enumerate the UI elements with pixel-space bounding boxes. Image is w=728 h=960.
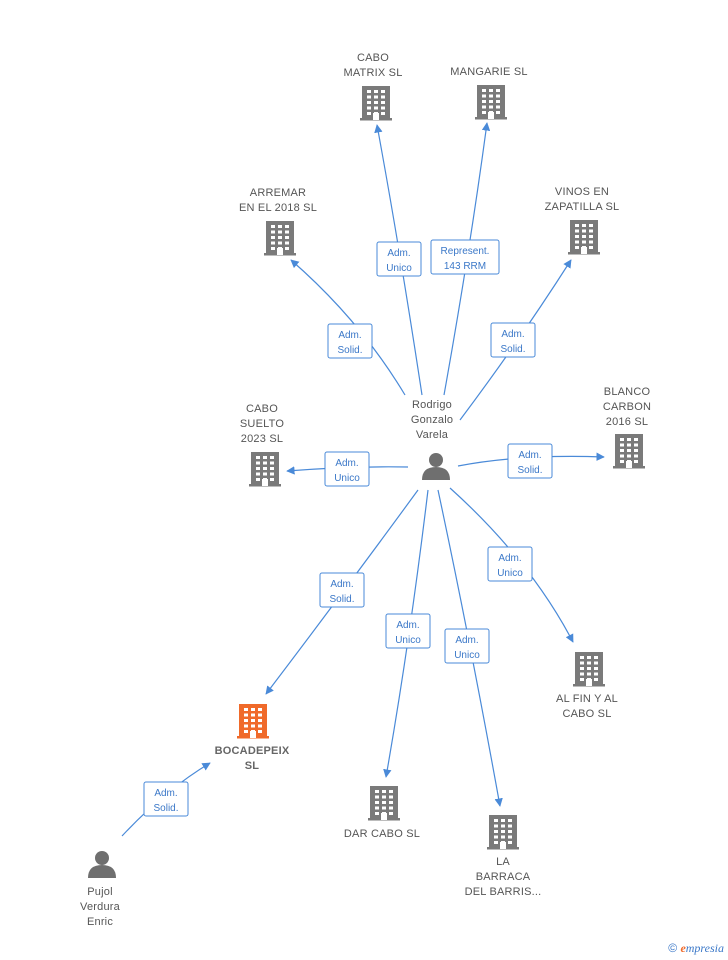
node-label-line: Verdura [80, 901, 121, 913]
building-icon [360, 86, 392, 121]
company-node-cabo_suelto[interactable]: CABO SUELTO 2023 SL [240, 403, 284, 487]
building-icon [573, 652, 605, 687]
edge-label-line: Represent. [441, 246, 490, 257]
node-label-line: CABO [357, 52, 389, 64]
edge-label-line: Solid. [337, 345, 362, 356]
node-label-line: Gonzalo [411, 414, 453, 426]
node-label-line: CABO [246, 403, 278, 415]
brand-initial: e [680, 941, 686, 955]
edge-label-mangarie[interactable]: Represent. 143 RRM [430, 239, 500, 275]
company-node-bocadepeix[interactable]: BOCADEPEIX SL [215, 704, 290, 772]
edge-label-cabo_suelto[interactable]: Adm. Unico [324, 451, 370, 487]
node-label-line: MATRIX SL [343, 67, 402, 79]
company-node-cabo_matrix[interactable]: CABO MATRIX SL [343, 52, 402, 121]
node-label-line: VINOS EN [555, 186, 609, 198]
building-icon [568, 220, 600, 255]
edge-label-line: Adm. [335, 458, 358, 469]
building-icon [237, 704, 269, 739]
node-label-line: ZAPATILLA SL [545, 201, 620, 213]
node-label-line: Rodrigo [412, 399, 452, 411]
company-node-al_fin[interactable]: AL FIN Y AL CABO SL [556, 652, 618, 720]
company-node-blanco[interactable]: BLANCO CARBON 2016 SL [603, 386, 651, 469]
edge-label-vinos[interactable]: Adm. Solid. [490, 322, 536, 358]
edge-label-al_fin[interactable]: Adm. Unico [487, 546, 533, 582]
edge-label-arremar[interactable]: Adm. Solid. [327, 323, 373, 359]
edge-label-line: Adm. [338, 330, 361, 341]
node-label-line: Pujol [87, 886, 112, 898]
edge-label-line: Solid. [329, 594, 354, 605]
node-label-line: LA [496, 856, 510, 868]
node-label-line: CARBON [603, 401, 651, 413]
edge-label-line: Adm. [154, 788, 177, 799]
node-label-line: BOCADEPEIX [215, 745, 290, 757]
brand-rest: mpresia [685, 941, 724, 955]
node-label-line: 2016 SL [606, 416, 648, 428]
edge-label-line: Unico [497, 568, 523, 579]
edge-label-line: Solid. [500, 344, 525, 355]
edge-label-line: Adm. [455, 635, 478, 646]
edge-label-line: 143 RRM [444, 261, 486, 272]
node-label-line: SUELTO [240, 418, 284, 430]
edge-label-line: Adm. [387, 248, 410, 259]
edge-label-cabo_matrix[interactable]: Adm. Unico [376, 241, 422, 277]
node-label-line: DEL BARRIS... [465, 886, 542, 898]
node-label-line: Varela [416, 429, 449, 441]
building-icon [487, 815, 519, 850]
edge-label-line: Adm. [330, 579, 353, 590]
node-label-line: SL [245, 760, 260, 772]
node-label-line: AL FIN Y AL [556, 693, 618, 705]
edge-label-line: Adm. [518, 450, 541, 461]
building-icon [613, 434, 645, 469]
node-label-line: EN EL 2018 SL [239, 202, 317, 214]
company-node-la_barraca[interactable]: LA BARRACA DEL BARRIS... [465, 815, 542, 898]
edge-label-dar_cabo[interactable]: Adm. Unico [385, 613, 431, 649]
company-node-vinos[interactable]: VINOS EN ZAPATILLA SL [545, 186, 620, 255]
node-label-line: DAR CABO SL [344, 828, 420, 840]
edge-label-line: Adm. [501, 329, 524, 340]
edge-label-line: Unico [454, 650, 480, 661]
node-label-line: 2023 SL [241, 433, 283, 445]
person-icon [88, 851, 116, 878]
edge-label-blanco[interactable]: Adm. Solid. [507, 443, 553, 479]
node-label-line: Enric [87, 916, 113, 928]
person-icon [422, 453, 450, 480]
company-node-dar_cabo[interactable]: DAR CABO SL [344, 786, 420, 840]
copyright-footer: © empresia [668, 941, 724, 956]
company-node-mangarie[interactable]: MANGARIE SL [450, 66, 527, 120]
company-node-arremar[interactable]: ARREMAR EN EL 2018 SL [239, 187, 317, 256]
node-label-line: BARRACA [476, 871, 531, 883]
edge-label-line: Adm. [498, 553, 521, 564]
building-icon [368, 786, 400, 821]
edge-label-line: Solid. [517, 465, 542, 476]
edge-label-bocadepeix[interactable]: Adm. Solid. [143, 781, 189, 817]
edge-label-line: Solid. [153, 803, 178, 814]
edge-label-line: Unico [334, 473, 360, 484]
node-label-line: BLANCO [604, 386, 651, 398]
building-icon [475, 85, 507, 120]
node-label-line: MANGARIE SL [450, 66, 527, 78]
edge-label-line: Adm. [396, 620, 419, 631]
edge-label-la_barraca[interactable]: Adm. Unico [444, 628, 490, 664]
edge-label-line: Unico [395, 635, 421, 646]
building-icon [264, 221, 296, 256]
node-label-line: ARREMAR [250, 187, 306, 199]
copyright-symbol: © [668, 941, 678, 955]
building-icon [249, 452, 281, 487]
edge-label-bocadepeix[interactable]: Adm. Solid. [319, 572, 365, 608]
empresia-logo[interactable]: empresia [680, 941, 724, 955]
node-label-line: CABO SL [562, 708, 611, 720]
edge-label-line: Unico [386, 263, 412, 274]
